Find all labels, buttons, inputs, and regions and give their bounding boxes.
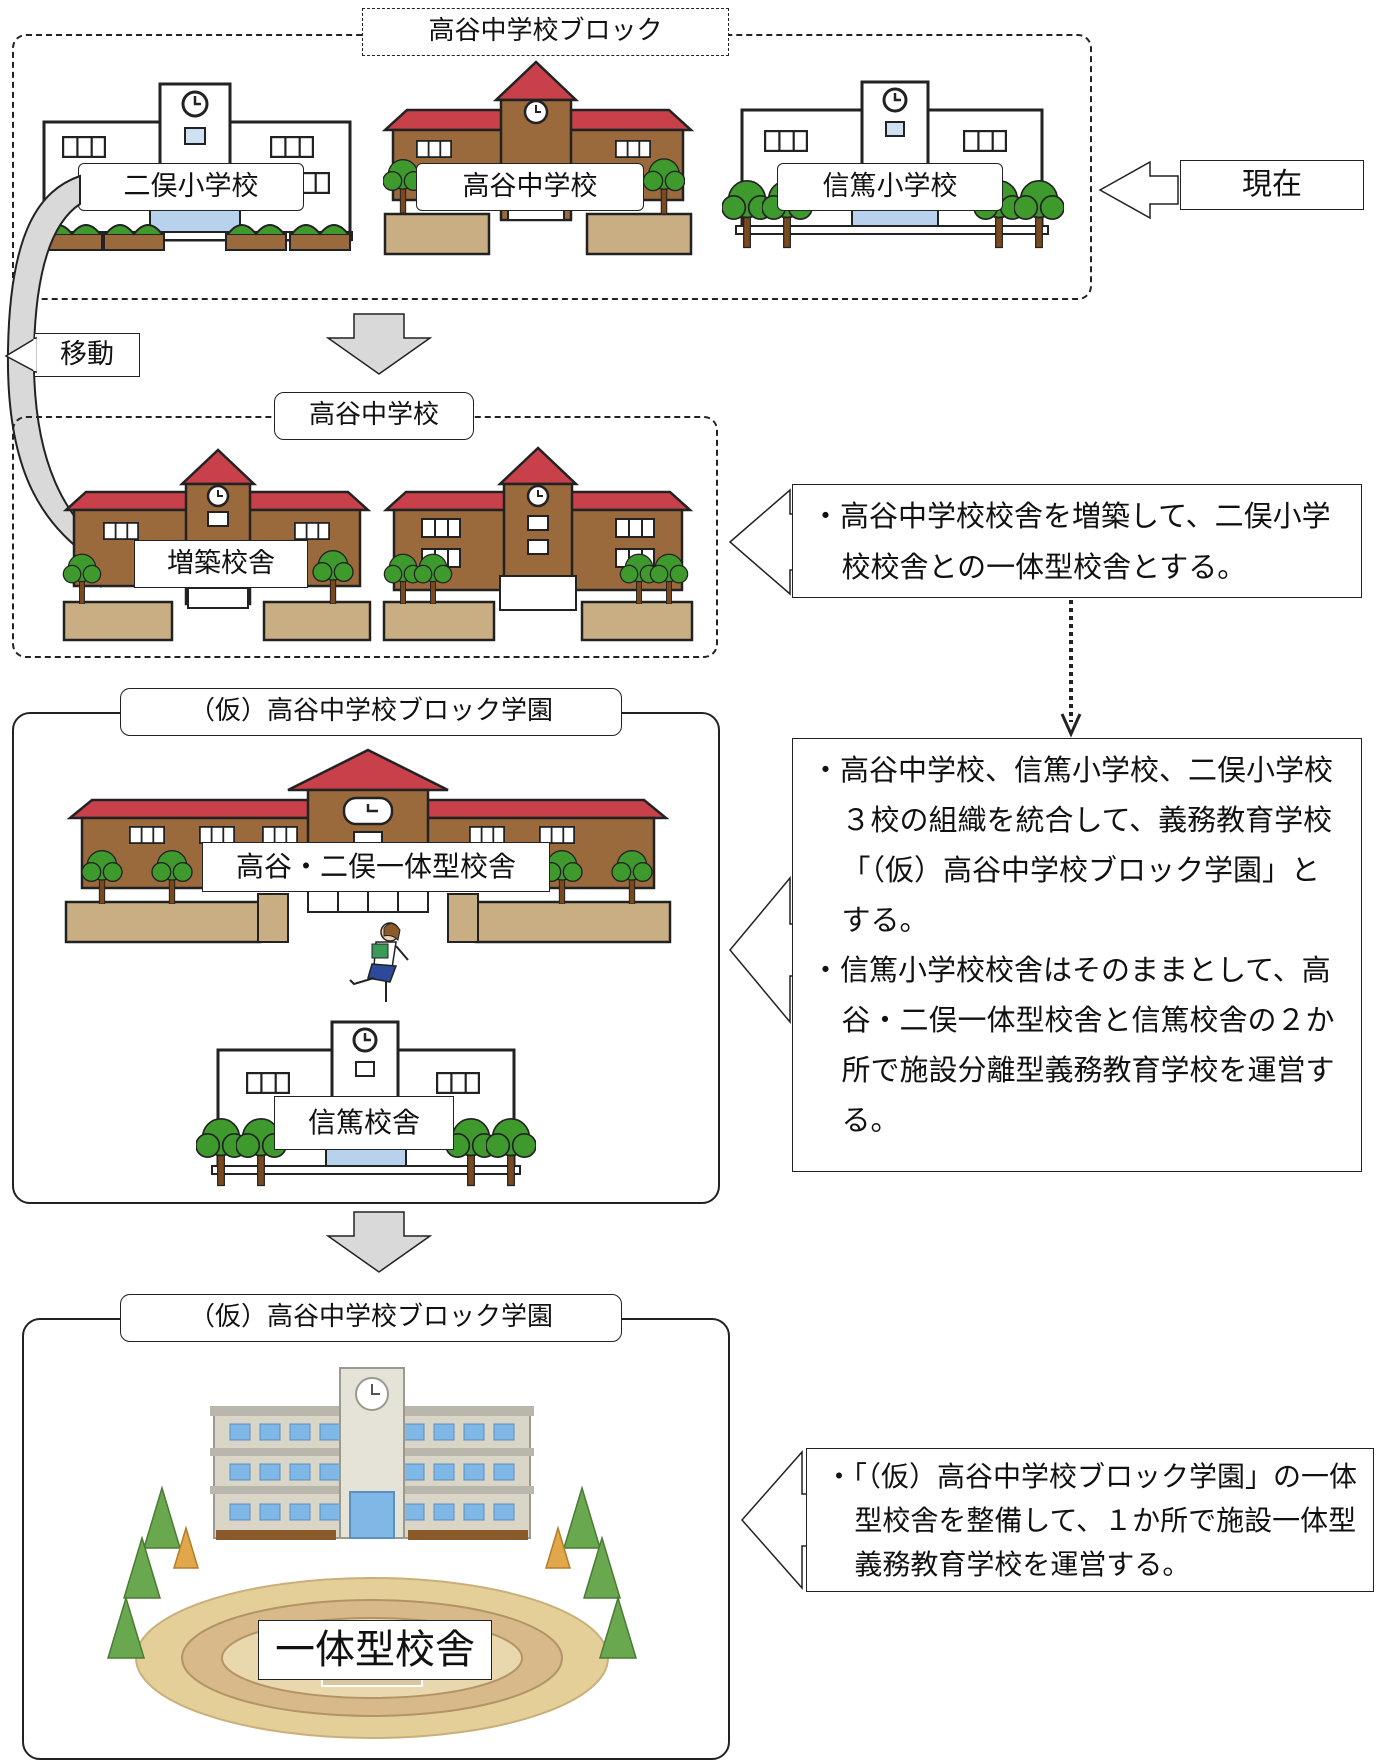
final-note-arrow — [740, 1450, 811, 1590]
shintoku-building-label: 信篤校舎 — [274, 1096, 454, 1150]
annex-label: 増築校舎 — [134, 540, 308, 588]
top-block-title: 高谷中学校ブロック — [362, 8, 729, 56]
final-note: ・「（仮）高谷中学校ブロック学園」の一体型校舎を整備して、１か所で施設一体型義務… — [806, 1448, 1374, 1592]
mid-note: ・高谷中学校校舎を増築して、二俣小学校校舎との一体型校舎とする。 — [792, 484, 1362, 598]
futamata-school-illustration — [39, 82, 353, 251]
shintoku-school-label: 信篤小学校 — [777, 163, 1003, 211]
move-label: 移動 — [34, 333, 140, 377]
final-school-illustration — [106, 1367, 638, 1739]
final-note-text: ・「（仮）高谷中学校ブロック学園」の一体型校舎を整備して、１か所で施設一体型義務… — [825, 1460, 1358, 1581]
final-block-title: （仮）高谷中学校ブロック学園 — [120, 1294, 622, 1342]
futamata-school-label: 二俣小学校 — [78, 163, 304, 211]
third-note: ・高谷中学校、信篤小学校、二俣小学校３校の組織を統合して、義務教育学校「（仮）高… — [792, 738, 1362, 1172]
mid-block-title: 高谷中学校 — [274, 392, 474, 440]
mid-note-arrow — [728, 488, 799, 596]
third-note-arrow — [729, 875, 799, 1025]
mid-note-text: ・高谷中学校校舎を増築して、二俣小学校校舎との一体型校舎とする。 — [811, 499, 1331, 584]
current-arrow — [1098, 160, 1179, 220]
dotted-connector — [1060, 600, 1082, 738]
takaya-school-illustration — [381, 60, 695, 256]
down-arrow-1 — [325, 313, 433, 375]
integrated-building-label: 高谷・二俣一体型校舎 — [202, 842, 550, 892]
takaya-school-label: 高谷中学校 — [416, 163, 644, 211]
final-building-label: 一体型校舎 — [258, 1620, 492, 1680]
takaya-existing-illustration — [382, 446, 694, 642]
third-note-text-2: ・信篤小学校校舎はそのままとして、高谷・二俣一体型校舎と信篤校舎の２か所で施設分… — [811, 953, 1335, 1137]
third-note-text-1: ・高谷中学校、信篤小学校、二俣小学校３校の組織を統合して、義務教育学校「（仮）高… — [811, 753, 1334, 937]
move-label-pointer — [4, 336, 37, 374]
third-block-title: （仮）高谷中学校ブロック学園 — [120, 688, 622, 736]
down-arrow-2 — [325, 1211, 433, 1273]
student-figure — [349, 922, 409, 1002]
current-label: 現在 — [1180, 160, 1364, 210]
